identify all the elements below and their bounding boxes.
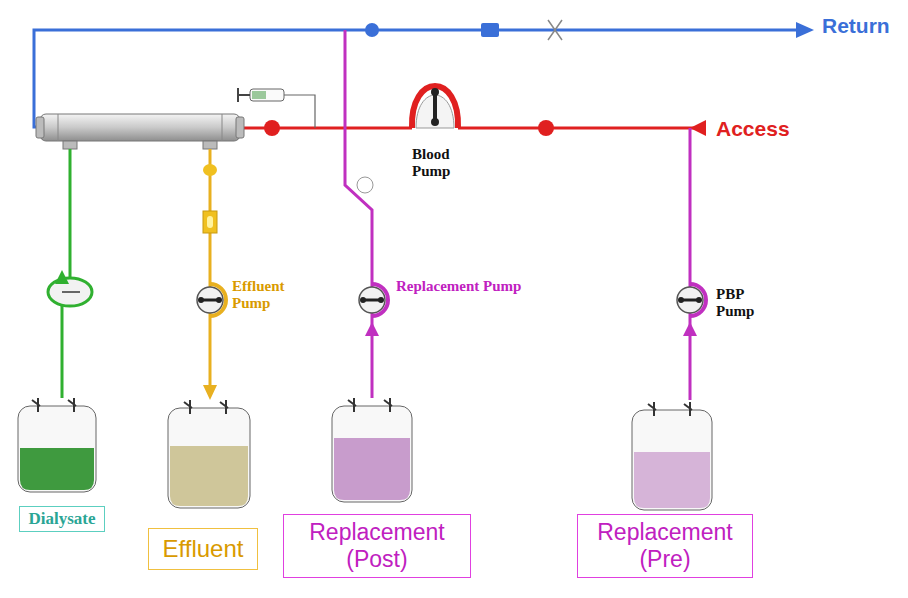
- line-label: Return: [822, 14, 890, 38]
- replacement-bag-label: Replacement (Pre): [577, 514, 753, 578]
- bag-name: Replacement (Post): [292, 519, 462, 573]
- pump-label: Blood Pump: [412, 146, 474, 180]
- replacement-bag-label: Replacement (Post): [283, 514, 471, 578]
- bag-name: Effluent: [163, 535, 244, 563]
- line-label: Access: [716, 117, 790, 141]
- pump-label: Replacement Pump: [396, 278, 536, 295]
- pump-label: Effluent Pump: [232, 278, 308, 312]
- bag-name: Dialysate: [28, 509, 95, 529]
- bag-name: Replacement (Pre): [586, 519, 744, 573]
- supply-bag-label: Dialysate: [19, 506, 104, 532]
- effluent-bag-label: Effluent: [148, 528, 259, 570]
- pump-label: PBP Pump: [716, 286, 776, 320]
